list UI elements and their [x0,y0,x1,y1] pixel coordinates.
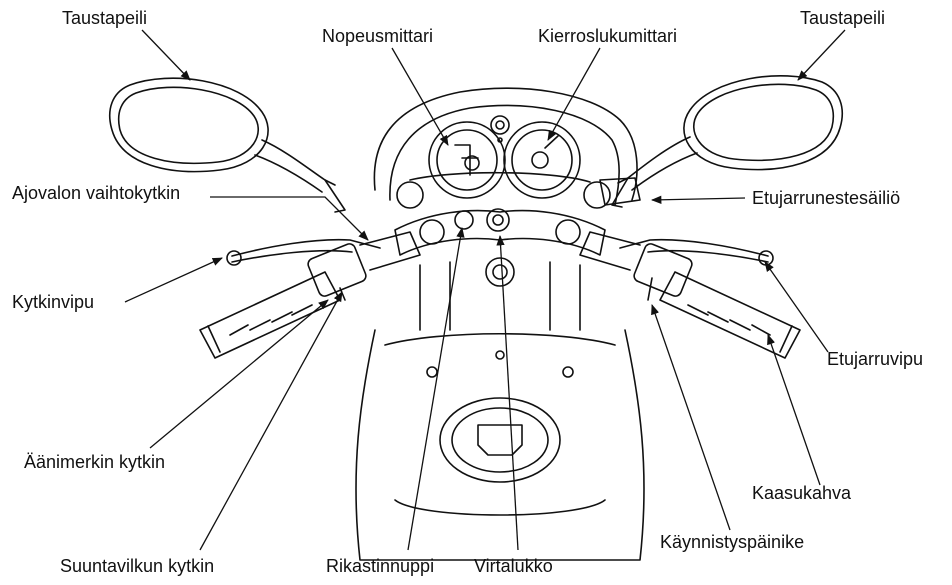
label-mirror-right: Taustapeili [800,8,885,28]
leader-starter-button [652,305,730,530]
leader-headlight-switch [210,197,368,240]
label-ignition-switch: Virtalukko [474,556,553,576]
label-horn-switch: Äänimerkin kytkin [24,452,165,472]
label-starter-button: Käynnistyspäinike [660,532,804,552]
label-choke-knob: Rikastinnuppi [326,556,434,576]
left-handlebar [200,232,420,358]
leader-clutch-lever [125,258,222,302]
label-brake-fluid-reservoir: Etujarrunestesäiliö [752,188,900,208]
leader-front-brake-lever [765,262,828,352]
label-turn-signal-switch: Suuntavilkun kytkin [60,556,214,576]
leader-mirror-right [798,30,845,80]
label-throttle-grip: Kaasukahva [752,483,851,503]
leader-brake-reservoir [652,198,745,200]
leader-tachometer [548,48,600,140]
label-mirror-left: Taustapeili [62,8,147,28]
leader-choke-knob [408,228,462,550]
leader-throttle-grip [768,335,820,485]
leader-mirror-left [142,30,190,80]
label-clutch-lever: Kytkinvipu [12,292,94,312]
label-front-brake-lever: Etujarruvipu [827,349,923,369]
top-bridge [395,173,605,330]
label-tachometer: Kierroslukumittari [538,26,677,46]
instrument-cluster [397,116,610,208]
leader-lines [125,30,845,550]
label-speedometer: Nopeusmittari [322,26,433,46]
leader-turn-signal-switch [200,292,342,550]
label-headlight-switch: Ajovalon vaihtokytkin [12,183,180,203]
fuel-tank [356,330,644,560]
leader-horn-switch [150,300,328,448]
